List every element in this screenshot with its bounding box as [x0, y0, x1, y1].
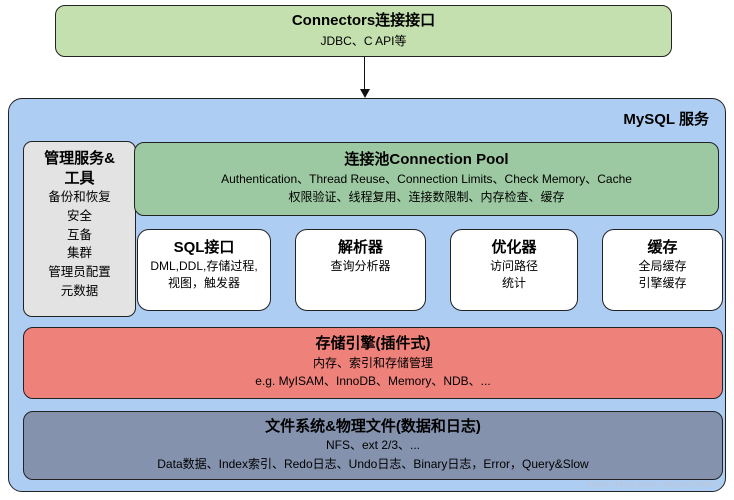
file-system-line1: NFS、ext 2/3、...: [325, 438, 421, 453]
admin-item-config: 管理员配置: [48, 265, 111, 279]
sql-interface-box: SQL接口 DML,DDL,存储过程, 视图，触发器: [137, 229, 271, 311]
connection-pool-box: 连接池Connection Pool Authentication、Thread…: [134, 142, 719, 216]
admin-item-replica: 互备: [66, 227, 92, 242]
down-arrow: [359, 57, 370, 98]
admin-title-line1: 管理服务&: [44, 150, 115, 167]
admin-item-metadata: 元数据: [60, 283, 99, 298]
optimizer-title: 优化器: [491, 239, 537, 256]
sql-interface-line2: 视图，触发器: [167, 276, 240, 291]
file-system-box: 文件系统&物理文件(数据和日志) NFS、ext 2/3、... Data数据、…: [23, 411, 723, 480]
file-system-title: 文件系统&物理文件(数据和日志): [265, 417, 481, 435]
optimizer-line1: 访问路径: [489, 258, 538, 273]
sql-interface-title: SQL接口: [173, 239, 235, 256]
cache-line1: 全局缓存: [638, 258, 687, 273]
parser-line1: 查询分析器: [330, 258, 391, 273]
csdn-watermark: https://blog.csdn.net/sarafina52: [586, 479, 719, 490]
connection-pool-line1: Authentication、Thread Reuse、Connection L…: [221, 171, 632, 186]
connectors-box: Connectors连接接口 JDBC、C API等: [55, 5, 672, 57]
mysql-service-title: MySQL 服务: [623, 111, 709, 128]
cache-box: 缓存 全局缓存 引擎缓存: [602, 229, 723, 311]
cache-line2: 引擎缓存: [638, 276, 687, 291]
admin-title-line2: 工具: [64, 169, 95, 187]
admin-item-cluster: 集群: [66, 246, 92, 261]
optimizer-box: 优化器 访问路径 统计: [450, 229, 578, 311]
component-row: SQL接口 DML,DDL,存储过程, 视图，触发器 解析器 查询分析器 优化器…: [137, 229, 723, 311]
down-arrow-head: [359, 89, 370, 98]
file-system-line2: Data数据、Index索引、Redo日志、Undo日志、Binary日志，Er…: [157, 456, 589, 471]
connection-pool-line2: 权限验证、线程复用、连接数限制、内存检查、缓存: [288, 190, 565, 205]
connection-pool-title: 连接池Connection Pool: [344, 151, 509, 169]
connectors-title: Connectors连接接口: [291, 11, 436, 29]
connectors-subtitle: JDBC、C API等: [320, 33, 407, 48]
mysql-service-box: MySQL 服务 管理服务& 工具 备份和恢复 安全 互备 集群 管理员配置 元…: [8, 98, 726, 492]
parser-box: 解析器 查询分析器: [295, 229, 426, 311]
sql-interface-line1: DML,DDL,存储过程,: [150, 258, 258, 273]
admin-item-backup: 备份和恢复: [48, 190, 111, 204]
storage-engine-line2: e.g. MyISAM、InnoDB、Memory、NDB、...: [255, 374, 491, 389]
optimizer-line2: 统计: [501, 276, 526, 291]
storage-engine-box: 存储引擎(插件式) 内存、索引和存储管理 e.g. MyISAM、InnoDB、…: [23, 327, 723, 399]
admin-item-security: 安全: [66, 208, 92, 223]
cache-title: 缓存: [647, 239, 678, 256]
storage-engine-title: 存储引擎(插件式): [315, 335, 431, 353]
parser-title: 解析器: [337, 239, 383, 256]
storage-engine-line1: 内存、索引和存储管理: [312, 355, 433, 370]
admin-services-box: 管理服务& 工具 备份和恢复 安全 互备 集群 管理员配置 元数据: [23, 141, 136, 317]
